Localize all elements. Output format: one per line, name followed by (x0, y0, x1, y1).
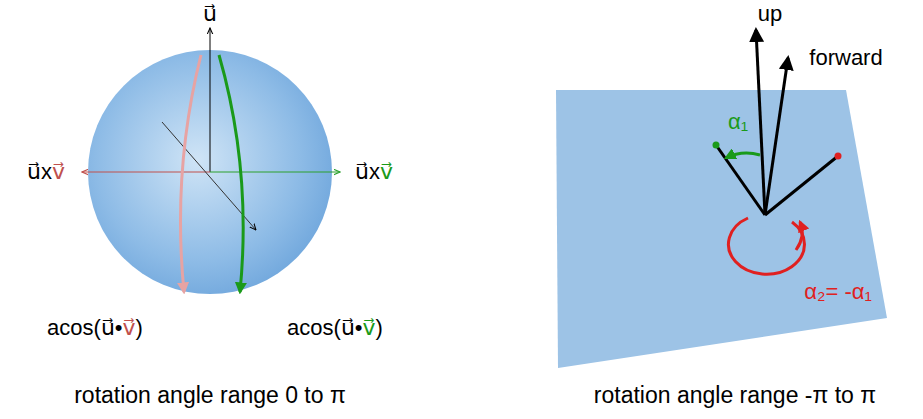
angle-label: α₁ (728, 110, 748, 134)
cross-product-label: u⃗xv⃗ (27, 160, 65, 184)
vector-label: forward (809, 46, 882, 70)
text-part: acos(u⃗• (47, 315, 122, 340)
alpha2-circle (728, 218, 804, 274)
angle-formula: acos(u⃗•v⃗) (47, 316, 143, 340)
text-part: u⃗x (27, 159, 52, 184)
cross-axis-green (210, 172, 340, 173)
angle-formula: acos(u⃗•v⃗) (287, 316, 383, 340)
text-part: rotation angle range -π to π (594, 382, 876, 408)
plane (556, 90, 887, 368)
angle-label: α₂= -α₁ (804, 280, 872, 304)
up-vector (756, 30, 765, 215)
text-part: rotation angle range 0 to π (74, 382, 346, 408)
caption: rotation angle range -π to π (594, 383, 876, 408)
text-part: α₂= -α₁ (804, 279, 872, 304)
cross-product-label: u⃗xv⃗ (355, 160, 393, 184)
text-part: u⃗x (355, 159, 380, 184)
red-arc (180, 55, 201, 292)
text-part: v⃗ (380, 159, 393, 184)
u-vector (210, 28, 211, 172)
text-part: forward (809, 45, 882, 70)
text-part: ) (376, 315, 383, 340)
text-part: v⃗ (123, 315, 136, 340)
text-part: v⃗ (363, 315, 376, 340)
green-arc (219, 55, 243, 292)
vector-label: u⃗ (203, 2, 217, 26)
text-part: acos(u⃗• (287, 315, 362, 340)
text-part: v⃗ (52, 159, 65, 184)
red-vector (765, 156, 838, 215)
cross-axis-red (82, 172, 210, 173)
red-dot (835, 153, 842, 160)
text-part: u⃗ (203, 1, 217, 26)
text-part: α₁ (728, 109, 748, 134)
text-part: up (758, 1, 782, 26)
alpha1-arc (726, 153, 760, 158)
green-dot (713, 142, 720, 149)
green-vector (716, 145, 765, 215)
forward-vector (765, 58, 788, 215)
caption: rotation angle range 0 to π (74, 383, 346, 408)
vector-label: up (758, 2, 782, 26)
alpha2-arrow (796, 222, 802, 250)
text-part: ) (136, 315, 143, 340)
